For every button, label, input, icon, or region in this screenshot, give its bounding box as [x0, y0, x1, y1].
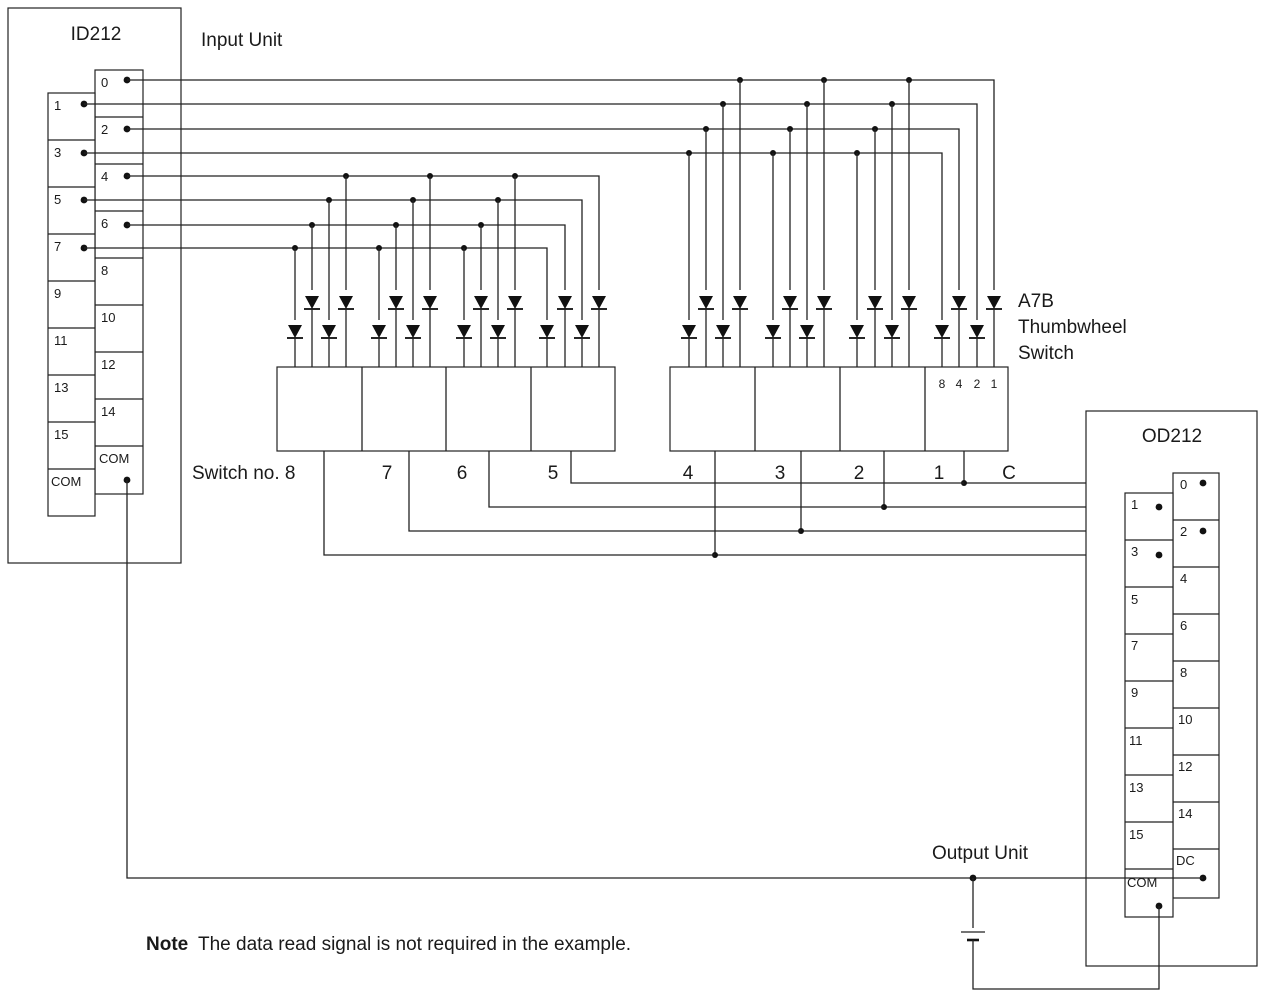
- input-unit-model: ID212: [71, 24, 122, 45]
- output-unit-caption: Output Unit: [932, 843, 1029, 864]
- input-terminal-label: 5: [54, 192, 61, 207]
- input-terminal-label: 3: [54, 145, 61, 160]
- output-terminal-label: 2: [1180, 524, 1187, 539]
- output-terminal-label: 1: [1131, 497, 1138, 512]
- thumbwheel-label-line: Thumbwheel: [1018, 317, 1127, 338]
- output-terminal-label: 6: [1180, 618, 1187, 633]
- output-terminal-label: COM: [1127, 875, 1157, 890]
- output-unit: OD212 0 2 4 6 8 10 12 14 DC 1 3 5 7: [1085, 410, 1258, 967]
- diode-array: [286, 295, 1003, 367]
- output-unit-model: OD212: [1142, 426, 1202, 447]
- output-terminal-label: 12: [1178, 759, 1192, 774]
- thumbwheel-label-line: Switch: [1018, 343, 1074, 364]
- output-terminal-label: 8: [1180, 665, 1187, 680]
- input-even-terminal-block: [94, 69, 144, 495]
- bit-weight-label: 4: [956, 377, 963, 391]
- output-terminal-label: 13: [1129, 780, 1143, 795]
- output-terminal-label: 0: [1180, 477, 1187, 492]
- input-terminal-label: 8: [101, 263, 108, 278]
- bit-weight-label: 8: [939, 377, 946, 391]
- input-terminal-label: 11: [54, 333, 68, 348]
- input-terminal-label: 15: [54, 427, 68, 442]
- output-terminal-label: 3: [1131, 544, 1138, 559]
- output-terminal-label: 4: [1180, 571, 1187, 586]
- output-terminal-label: 5: [1131, 592, 1138, 607]
- input-terminal-label: 14: [101, 404, 115, 419]
- input-terminal-label: COM: [99, 451, 129, 466]
- input-terminal-label: 13: [54, 380, 68, 395]
- input-unit: ID212 Input Unit 0 2 4 6 8 10 12 14 COM …: [7, 7, 283, 564]
- common-label: C: [1002, 463, 1016, 484]
- input-terminal-label: 0: [101, 75, 108, 90]
- input-terminal-label: 4: [101, 169, 108, 184]
- output-terminal-label: DC: [1176, 853, 1195, 868]
- output-terminal-label: 15: [1129, 827, 1143, 842]
- switch-number-label: 2: [854, 463, 865, 484]
- switch-number-label: 4: [683, 463, 694, 484]
- note: Note The data read signal is not require…: [146, 934, 631, 955]
- output-terminal-label: 7: [1131, 638, 1138, 653]
- switch-number-label: Switch no. 8: [192, 463, 296, 484]
- input-odd-terminal-block: [47, 92, 96, 517]
- input-terminal-label: 2: [101, 122, 108, 137]
- note-label: Note: [146, 934, 188, 955]
- bit-weight-label: 1: [991, 377, 998, 391]
- switch-number-label: 1: [934, 463, 945, 484]
- switch-number-label: 7: [382, 463, 393, 484]
- output-odd-terminal-block: [1124, 492, 1174, 918]
- input-terminal-label: 10: [101, 310, 115, 325]
- switch-number-label: 3: [775, 463, 786, 484]
- bit-weight-label: 2: [974, 377, 981, 391]
- input-terminal-label: 6: [101, 216, 108, 231]
- switch-number-label: 6: [457, 463, 468, 484]
- output-terminal-label: 9: [1131, 685, 1138, 700]
- power-wiring: Output Unit: [126, 480, 1203, 990]
- output-terminal-label: 10: [1178, 712, 1192, 727]
- switch-number-label: 5: [548, 463, 559, 484]
- input-terminal-label: 12: [101, 357, 115, 372]
- thumbwheel-switch: 8 4 2 1 A7B Thumbwheel Switch Switch no.…: [192, 291, 1127, 484]
- thumbwheel-bank-right: [669, 366, 1009, 452]
- input-terminal-label: 1: [54, 98, 61, 113]
- output-even-terminal-block: [1172, 472, 1220, 899]
- output-terminal-label: 11: [1129, 733, 1143, 748]
- input-terminal-label: COM: [51, 474, 81, 489]
- note-text: The data read signal is not required in …: [198, 934, 631, 955]
- output-terminal-label: 14: [1178, 806, 1192, 821]
- input-bus-wires: [84, 77, 995, 320]
- input-unit-caption: Input Unit: [201, 30, 283, 51]
- thumbwheel-label-line: A7B: [1018, 291, 1054, 312]
- input-terminal-label: 9: [54, 286, 61, 301]
- input-terminal-label: 7: [54, 239, 61, 254]
- switch-common-wires: [323, 451, 1203, 558]
